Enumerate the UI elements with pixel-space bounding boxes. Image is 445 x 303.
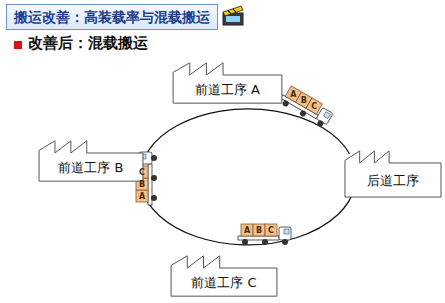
factory-label: 前道工序 B [38,160,144,176]
truck [238,224,291,245]
cargo-letter: B [256,226,262,235]
cargo-letter: A [139,192,145,201]
factory-shape [345,151,441,197]
cargo-letter: C [268,226,274,235]
cargo-letter: B [301,96,307,105]
section-heading: 改善后：混载搬运 [28,34,148,53]
factory-building: 前道工序 A [172,62,283,104]
cargo-letter: A [244,226,250,235]
cargo-letter: C [311,102,317,111]
factory-label: 前道工序 A [172,82,283,98]
wheel [262,239,268,245]
wheel [316,119,324,127]
cargo-box [241,224,253,236]
cargo-box [136,190,148,202]
cab-window [323,112,330,119]
wheel [151,155,157,161]
factory-building: 前道工序 C [170,255,278,297]
wheel [282,99,290,107]
factory-building: 前道工序 B [38,140,144,182]
factory-building: 后道工序 [344,150,442,198]
cargo-box [253,224,265,236]
cab-window [284,229,289,234]
wheel [151,195,157,201]
wheel [242,239,248,245]
cargo-box [265,224,277,236]
cargo-letter: B [139,180,145,189]
bullet-square [14,41,22,49]
wheel [299,109,307,117]
wheel [151,175,157,181]
wheel [282,239,288,245]
clapper-icon [223,6,243,25]
loop-route [140,109,355,245]
factory-label: 前道工序 C [170,275,278,291]
truck-cab [279,227,291,240]
truck [278,84,334,129]
factory-label: 后道工序 [344,173,442,189]
cargo-letter: A [290,90,296,99]
cargo-letter: C [139,168,145,177]
title-banner: 搬运改善：高装载率与混载搬运 [6,4,218,30]
